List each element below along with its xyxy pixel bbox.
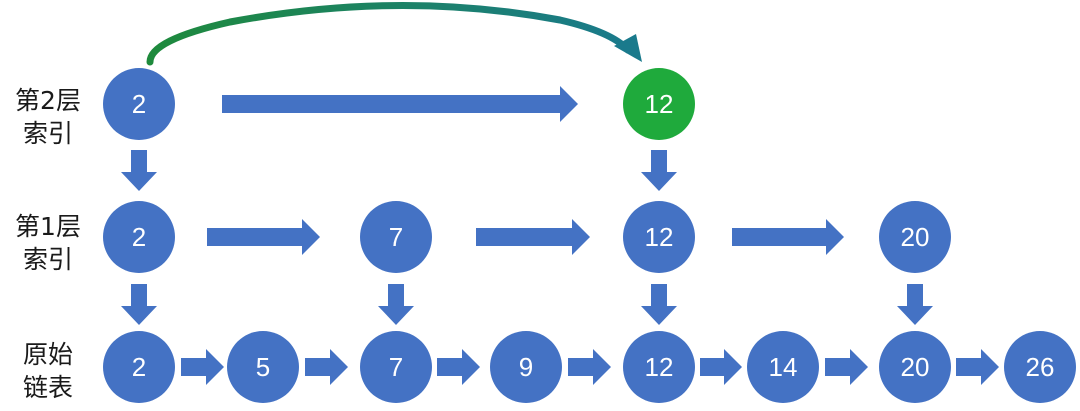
arrow-down-2-l2	[121, 150, 157, 191]
row-label-level2-line2: 索引	[22, 119, 73, 148]
node-l1-7: 7	[360, 201, 432, 273]
node-list-7: 7	[360, 331, 432, 403]
arrow-down-7-l1	[378, 284, 414, 325]
node-l2-12-highlighted: 12	[623, 68, 695, 140]
node-l1-12: 12	[623, 201, 695, 273]
arrow-list-7-to-9	[437, 349, 480, 385]
arrow-l1-12-to-20	[732, 219, 844, 255]
arrow-l2-2-to-12	[222, 86, 578, 122]
arrow-list-12-to-14	[700, 349, 742, 385]
node-list-26: 26	[1004, 331, 1076, 403]
row-label-original-line2: 链表	[22, 373, 73, 402]
arrow-l1-7-to-12	[476, 219, 590, 255]
node-list-20: 20	[879, 331, 951, 403]
node-list-9: 9	[490, 331, 562, 403]
node-l1-2: 2	[103, 201, 175, 273]
arrow-list-14-to-20	[825, 349, 868, 385]
node-list-5: 5	[227, 331, 299, 403]
node-l1-20: 20	[879, 201, 951, 273]
row-label-level1-line2: 索引	[22, 245, 73, 274]
row-label-original-list: 原始 链表	[6, 338, 90, 404]
row-label-level2-line1: 第2层	[15, 86, 81, 115]
node-list-14: 14	[747, 331, 819, 403]
arrow-down-12-l2	[641, 150, 677, 191]
jump-arrow	[146, 1, 642, 66]
arrow-list-20-to-26	[956, 349, 999, 385]
arrow-list-2-to-5	[181, 349, 224, 385]
arrow-list-5-to-7	[305, 349, 348, 385]
arrow-list-9-to-12	[568, 349, 611, 385]
row-label-level1: 第1层 索引	[6, 210, 90, 276]
arrow-down-12-l1	[641, 284, 677, 325]
node-l2-2: 2	[103, 68, 175, 140]
arrow-down-20-l1	[897, 284, 933, 325]
arrow-down-2-l1	[121, 284, 157, 325]
node-list-12: 12	[623, 331, 695, 403]
row-label-level1-line1: 第1层	[15, 212, 81, 241]
row-label-original-line1: 原始	[22, 340, 73, 369]
arrow-l1-2-to-7	[207, 219, 320, 255]
row-label-level2: 第2层 索引	[6, 84, 90, 150]
node-list-2: 2	[103, 331, 175, 403]
